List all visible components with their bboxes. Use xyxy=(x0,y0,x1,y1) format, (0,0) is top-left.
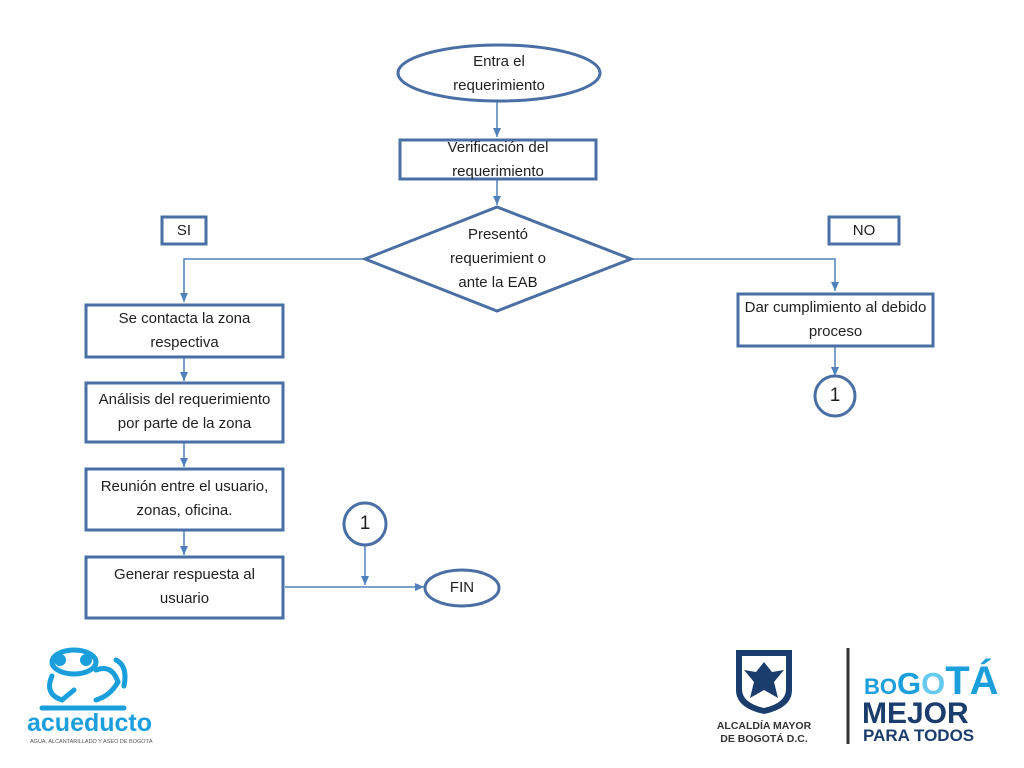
frog-icon xyxy=(39,647,128,711)
acueducto-name: acueducto xyxy=(27,709,152,737)
alcaldia-logo: ALCALDÍA MAYOR DE BOGOTÁ D.C. xyxy=(717,650,812,745)
decision-text: Presentó requerimient o ante la EAB xyxy=(450,226,546,291)
verify-text: Verificación del requerimiento xyxy=(447,139,549,180)
start-node-text: Entra el requerimiento xyxy=(453,53,545,94)
contact-zone-box xyxy=(84,303,285,359)
yes-label-box xyxy=(160,215,208,246)
verify-box xyxy=(398,138,598,181)
decision-diamond xyxy=(360,205,636,313)
end-text: FIN xyxy=(449,579,475,596)
yes-label: SI xyxy=(176,221,192,239)
respond-text: Generar respuesta al usuario xyxy=(114,566,255,607)
no-label: NO xyxy=(852,221,876,239)
bogota-word: BOGOTÁ xyxy=(864,658,999,703)
alcaldia-line2: DE BOGOTÁ D.C. xyxy=(720,732,808,745)
comply-box xyxy=(736,292,935,348)
bogota-prefix-g: G xyxy=(897,666,921,701)
analysis-box xyxy=(84,381,285,444)
acueducto-tagline: AGUA, ALCANTARILLADO Y ASEO DE BOGOTÁ xyxy=(30,738,153,745)
contact-zone-text: Se contacta la zona respectiva xyxy=(118,310,251,351)
connector-in-circle xyxy=(342,501,388,547)
end-node xyxy=(423,568,501,608)
connector-in-label: 1 xyxy=(359,513,371,534)
connector-lines xyxy=(180,101,839,591)
meeting-text: Reunión entre el usuario, zonas, oficina… xyxy=(100,478,269,519)
acueducto-logo: acueducto AGUA, ALCANTARILLADO Y ASEO DE… xyxy=(27,647,153,745)
bogota-para-todos: PARA TODOS xyxy=(863,726,974,745)
bogota-mejor-logo: BOGOTÁ MEJOR PARA TODOS xyxy=(862,658,999,745)
meeting-box xyxy=(84,467,285,532)
no-label-box xyxy=(827,215,901,246)
bogota-mejor: MEJOR xyxy=(862,697,969,730)
alcaldia-line1: ALCALDÍA MAYOR xyxy=(717,719,812,732)
start-node xyxy=(396,43,602,103)
coat-of-arms-icon xyxy=(736,650,792,714)
bogota-accent: TÁ xyxy=(945,658,998,703)
comply-text: Dar cumplimiento al debido proceso xyxy=(744,299,927,340)
connector-out-circle xyxy=(813,374,857,418)
respond-box xyxy=(84,555,285,620)
connector-out-label: 1 xyxy=(829,385,841,406)
arrow-decision-no xyxy=(631,258,839,291)
bogota-prefix-o: O xyxy=(921,666,945,701)
bogota-prefix-small: BO xyxy=(864,674,897,699)
arrow-decision-yes xyxy=(180,258,365,302)
analysis-text: Análisis del requerimiento por parte de … xyxy=(98,391,271,432)
